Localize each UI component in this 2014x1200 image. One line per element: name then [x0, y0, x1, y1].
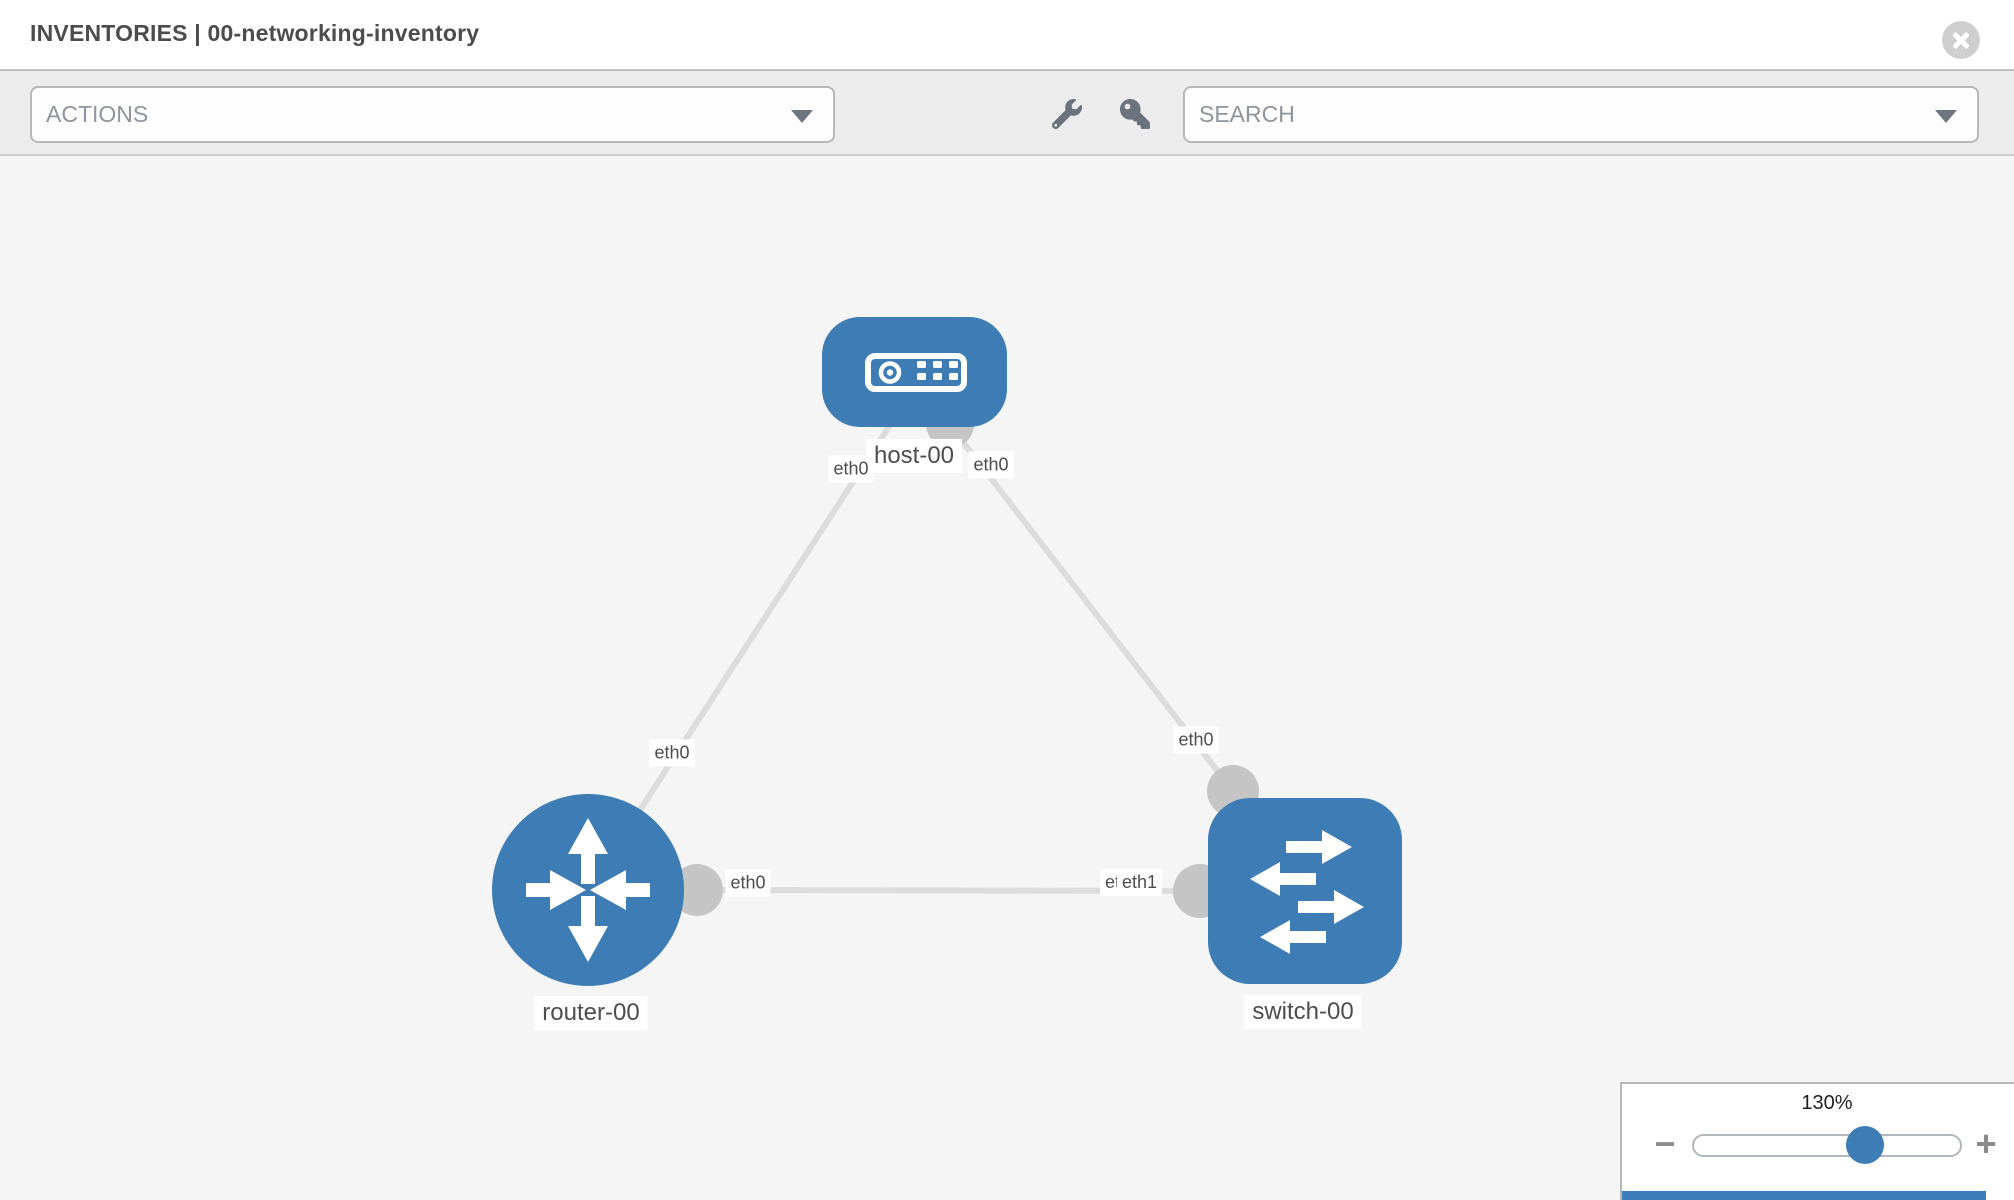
if-label-host-switch-at-switch: eth0 [1173, 726, 1219, 754]
if-label-router-switch-at-switch: eth1 [1117, 869, 1163, 896]
key-icon [1120, 99, 1150, 129]
zoom-in-button[interactable]: + [1975, 1123, 1997, 1164]
zoom-slider-handle[interactable] [1846, 1126, 1884, 1164]
zoom-level-value: 130% [1801, 1092, 1853, 1114]
interface-circle[interactable] [671, 864, 723, 916]
chevron-down-icon [1935, 110, 1957, 123]
switch-icon [1250, 830, 1364, 954]
key-panel-edge[interactable] [1622, 1191, 1986, 1200]
wrench-icon [1052, 99, 1082, 129]
router-icon [526, 818, 650, 962]
if-label-router-host-at-host: eth0 [828, 455, 874, 483]
node-label-switch: switch-00 [1244, 995, 1362, 1029]
topology-links [585, 423, 1236, 894]
actions-dropdown-label: ACTIONS [46, 101, 149, 127]
node-label-host: host-00 [865, 439, 963, 473]
if-label-router-host-at-router: eth0 [649, 739, 695, 767]
node-router[interactable] [492, 794, 684, 986]
zoom-slider[interactable] [1692, 1134, 1962, 1157]
header: INVENTORIES | 00-networking-inventory [0, 0, 2014, 71]
if-label-router-switch-at-router: eth0 [725, 869, 771, 897]
zoom-control-panel: 130% − + [1620, 1082, 2014, 1200]
tools-button[interactable] [1049, 96, 1085, 132]
search-dropdown[interactable]: SEARCH [1183, 86, 1979, 143]
chevron-down-icon [791, 110, 813, 123]
zoom-out-button[interactable]: − [1654, 1123, 1676, 1164]
actions-dropdown[interactable]: ACTIONS [30, 86, 835, 143]
page-title: INVENTORIES | 00-networking-inventory [30, 20, 480, 46]
toolbar: ACTIONS SEARCH [0, 71, 2014, 156]
node-switch[interactable] [1208, 798, 1402, 984]
close-icon[interactable] [1942, 21, 1980, 59]
node-host[interactable] [822, 317, 1007, 427]
search-dropdown-label: SEARCH [1199, 101, 1295, 127]
server-icon [865, 353, 967, 392]
credentials-button[interactable] [1117, 96, 1153, 132]
node-label-router: router-00 [534, 996, 648, 1030]
if-label-host-switch-at-host: eth0 [968, 451, 1014, 479]
